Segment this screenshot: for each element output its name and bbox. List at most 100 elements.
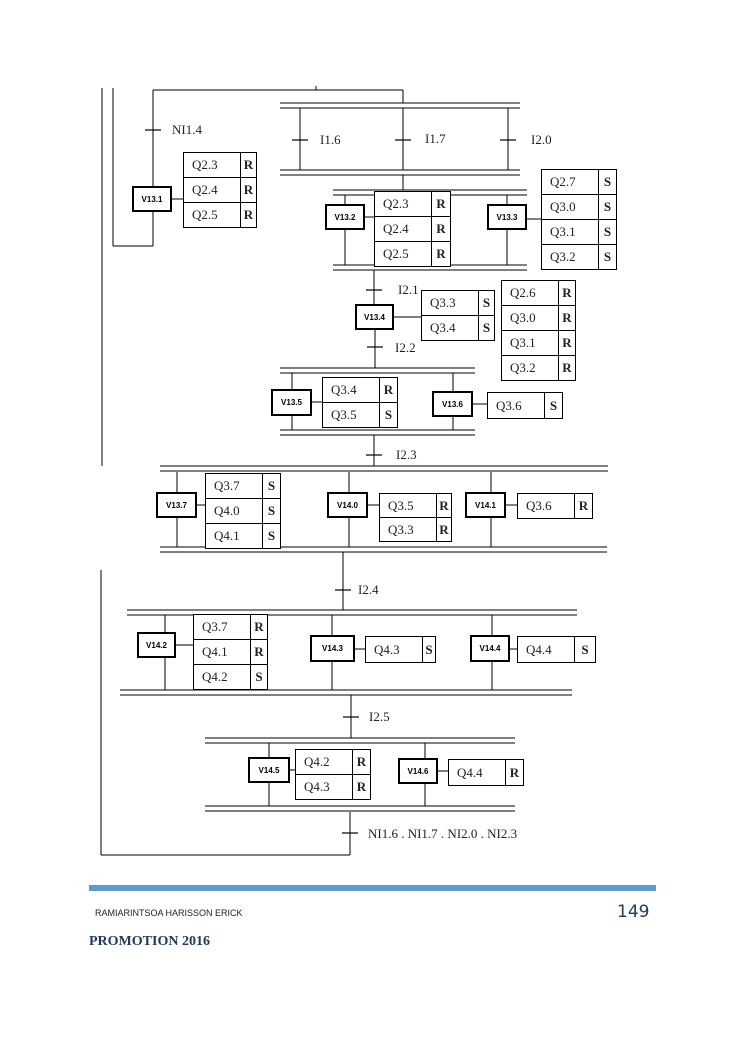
action-output: Q4.1 — [206, 524, 263, 548]
grafcet-step: V14.5 — [248, 757, 290, 783]
action-qualifier: R — [243, 207, 254, 222]
action-output: Q3.0 — [502, 306, 559, 330]
grafcet-step: V14.0 — [327, 492, 368, 518]
action-qualifier: R — [436, 221, 446, 236]
page-number: 149 — [617, 902, 650, 922]
action-qualifier: R — [439, 497, 449, 513]
action-qualifier: S — [267, 528, 276, 543]
action-qualifier: R — [356, 779, 367, 794]
action-qualifier: R — [243, 182, 254, 197]
action-output: Q3.3 — [380, 518, 437, 541]
action-qualifier: R — [509, 764, 520, 780]
action-qualifier: S — [603, 174, 612, 189]
action-output: Q4.4 — [518, 637, 575, 662]
action-qualifier: S — [425, 641, 433, 657]
action-output: Q2.5 — [184, 203, 241, 227]
action-output: Q4.4 — [449, 760, 506, 785]
grafcet-step: V14.6 — [398, 758, 438, 784]
action-row: Q2.3 R — [374, 191, 451, 217]
action-qualifier: S — [603, 199, 612, 214]
transition-label: I2.0 — [531, 132, 552, 147]
action-output: Q3.4 — [323, 378, 380, 402]
grafcet-step: V14.3 — [310, 635, 355, 662]
action-output: Q4.1 — [194, 640, 251, 664]
action-row: Q3.2 S — [541, 244, 617, 270]
action-output: Q3.2 — [542, 245, 599, 269]
action-qualifier: S — [603, 224, 612, 239]
action-output: Q2.3 — [375, 192, 432, 216]
action-qualifier: S — [267, 478, 276, 493]
action-output: Q4.2 — [296, 750, 353, 774]
action-qualifier: R — [562, 335, 572, 350]
action-output: Q2.6 — [502, 281, 559, 305]
action-qualifier: R — [562, 285, 572, 300]
action-output: Q4.0 — [206, 499, 263, 523]
action-row: Q4.2 S — [193, 664, 268, 690]
action-output: Q3.7 — [206, 474, 263, 498]
footer-rule — [89, 885, 656, 891]
action-row: Q4.0 S — [205, 498, 281, 524]
action-output: Q3.6 — [488, 393, 545, 418]
action-row: Q4.4 S — [517, 636, 596, 663]
action-output: Q4.3 — [366, 637, 423, 662]
grafcet-step: V13.4 — [355, 304, 394, 330]
transition-label: NI1.6 . NI1.7 . NI2.0 . NI2.3 — [368, 826, 518, 841]
action-output: Q3.1 — [542, 220, 599, 244]
action-output: Q2.7 — [542, 170, 599, 194]
action-qualifier: R — [254, 619, 264, 634]
grafcet-step: V14.2 — [137, 632, 176, 658]
transition-label: NI1.4 — [172, 122, 202, 137]
action-output: Q3.1 — [502, 331, 559, 355]
action-qualifier: R — [243, 157, 254, 172]
action-qualifier: R — [254, 644, 264, 659]
action-qualifier: R — [578, 498, 589, 513]
action-qualifier: S — [384, 407, 393, 422]
action-output: Q3.4 — [422, 316, 479, 340]
transition-label: I2.5 — [369, 709, 390, 724]
grafcet-step: V14.1 — [465, 492, 506, 518]
action-qualifier: R — [436, 246, 446, 261]
transition-label: I1.6 — [320, 132, 341, 147]
action-output: Q3.2 — [502, 356, 559, 380]
action-qualifier: S — [255, 669, 263, 684]
grafcet-step: V13.7 — [156, 492, 197, 518]
action-row: Q2.7 S — [541, 169, 617, 195]
action-qualifier: R — [383, 382, 394, 397]
action-qualifier: R — [562, 360, 572, 375]
action-qualifier: S — [482, 320, 491, 335]
action-output: Q4.2 — [194, 665, 251, 689]
action-qualifier: S — [482, 295, 491, 310]
action-qualifier: S — [603, 249, 612, 264]
action-output: Q3.5 — [380, 494, 437, 517]
action-qualifier: S — [267, 503, 276, 518]
footer-author: RAMIARINTSOA HARISSON ERICK — [95, 908, 243, 918]
action-qualifier: S — [581, 641, 589, 657]
action-qualifier: R — [436, 196, 446, 211]
grafcet-step: V13.6 — [432, 391, 473, 417]
grafcet-step: V14.4 — [470, 635, 510, 662]
